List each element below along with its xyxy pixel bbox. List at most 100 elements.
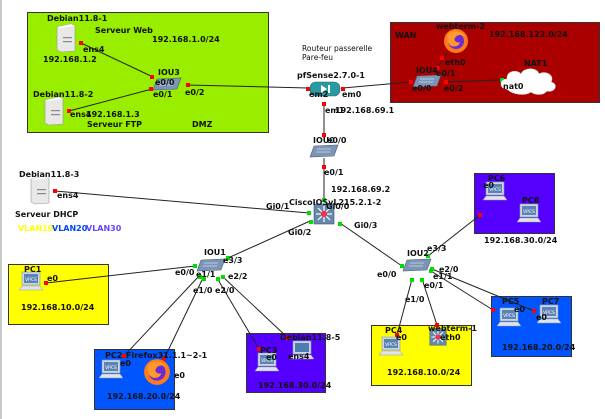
subnet-label-vlan10-left: 192.168.10.0/24 bbox=[21, 303, 95, 312]
switch-icon-iou1[interactable] bbox=[196, 258, 226, 272]
port-label: ens4 bbox=[83, 45, 105, 54]
node-label-debian5: Debian11.8-5 bbox=[280, 333, 341, 342]
port-label: e0 bbox=[514, 305, 525, 314]
port-label: e1/1 bbox=[433, 272, 453, 281]
port-dot bbox=[410, 278, 414, 282]
firefox-icon[interactable] bbox=[443, 28, 469, 54]
svg-text:VPCS: VPCS bbox=[503, 313, 515, 319]
port-label: e0 bbox=[266, 353, 277, 362]
vpcs-laptop-icon[interactable]: VPCS bbox=[516, 203, 542, 225]
port-label: e0/0 bbox=[412, 84, 432, 93]
cloud-icon-nat[interactable] bbox=[497, 63, 559, 97]
vpcs-laptop-icon[interactable]: VPCS bbox=[18, 271, 44, 293]
node-label-pc3: PC3 bbox=[260, 346, 278, 355]
switch-icon-iou4[interactable] bbox=[412, 74, 442, 88]
node-label-pc5: PC5 bbox=[502, 297, 520, 306]
port-label: ens4 bbox=[288, 352, 310, 361]
link-cisco-iou1 bbox=[227, 220, 311, 259]
node-label-nat1: NAT1 bbox=[524, 59, 548, 68]
port-label: e0/1 bbox=[436, 69, 456, 78]
subnet-label-wan: 192.168.122.0/24 bbox=[489, 30, 568, 39]
subnet-label-dmz: 192.168.1.0/24 bbox=[152, 35, 220, 44]
server-icon[interactable] bbox=[29, 175, 51, 205]
port-label: e2/0 bbox=[215, 286, 235, 295]
node-label-pc7: PC7 bbox=[542, 297, 560, 306]
port-label: em0 bbox=[342, 90, 362, 99]
node-label-pc2: PC2 bbox=[105, 351, 123, 360]
port-label: e0 bbox=[536, 313, 547, 322]
server-icon[interactable] bbox=[43, 96, 65, 126]
vpcs-laptop-icon[interactable]: VPCS bbox=[496, 307, 522, 329]
port-label: eth0 bbox=[445, 58, 466, 67]
port-label: e0/0 bbox=[377, 270, 397, 279]
port-dot bbox=[307, 211, 311, 215]
zone-wan[interactable] bbox=[390, 22, 600, 103]
ip-label-pfsense: 192.168.69.1 bbox=[335, 106, 395, 115]
node-label-iou4: IOU4 bbox=[416, 66, 438, 75]
switch-icon-iou0[interactable] bbox=[309, 144, 339, 158]
svg-text:VPCS: VPCS bbox=[543, 310, 555, 316]
node-label-iou0: IOU0 bbox=[313, 136, 335, 145]
legend-vlan30: VLAN30 bbox=[86, 224, 122, 233]
subnet-label-vlan20-left: 192.168.20.0/24 bbox=[107, 392, 181, 401]
port-label: e3/3 bbox=[223, 256, 243, 265]
port-label: e0/2 bbox=[185, 88, 205, 97]
legend-vlan10: VLAN10 bbox=[18, 224, 54, 233]
zone-vlan10-right[interactable] bbox=[371, 325, 472, 386]
switch-icon-iou2[interactable] bbox=[402, 258, 432, 272]
port-label: e0/0 bbox=[155, 78, 175, 87]
port-label: e0 bbox=[174, 371, 185, 380]
l3-switch-icon-cisco[interactable] bbox=[313, 203, 335, 225]
subnet-label-vlan20-right: 192.168.20.0/24 bbox=[502, 343, 576, 352]
port-label: e0/1 bbox=[324, 168, 344, 177]
firefox-icon[interactable] bbox=[143, 358, 171, 386]
port-label: e0/0 bbox=[175, 268, 195, 277]
node-label-pfsense: pfSense2.7.0-1 bbox=[297, 71, 365, 80]
role-label-firewall: Pare-feu bbox=[302, 53, 334, 62]
role-label-gateway: Routeur passerelle bbox=[302, 44, 373, 53]
port-label: e2/0 bbox=[439, 265, 459, 274]
legend-vlan20: VLAN20 bbox=[52, 224, 88, 233]
router-icon-pfsense[interactable] bbox=[309, 80, 341, 98]
role-label-ftp: Serveur FTP bbox=[87, 120, 142, 129]
port-label: e0 bbox=[396, 333, 407, 342]
port-label: em2 bbox=[309, 90, 329, 99]
vpcs-laptop-icon[interactable]: VPCS bbox=[482, 181, 508, 203]
webterm-icon[interactable] bbox=[429, 328, 447, 346]
server-icon[interactable] bbox=[55, 23, 77, 53]
ip-label-cisco: 192.168.69.2 bbox=[331, 185, 391, 194]
port-label: e3/3 bbox=[427, 244, 447, 253]
node-label-iou2: IOU2 bbox=[407, 249, 429, 258]
subnet-label-vlan30-left: 192.168.30.0/24 bbox=[258, 381, 332, 390]
node-label-webterm1: webterm-1 bbox=[428, 324, 477, 333]
node-label-firefox: Firefox31.1.1~2-1 bbox=[126, 351, 208, 360]
svg-text:VPCS: VPCS bbox=[25, 277, 37, 283]
node-label-pc1: PC1 bbox=[24, 265, 42, 274]
node-label-pc8: PC8 bbox=[522, 196, 540, 205]
port-label: em1 bbox=[325, 106, 345, 115]
vpcs-laptop-icon[interactable]: VPCS bbox=[98, 359, 124, 381]
role-label-dhcp: Serveur DHCP bbox=[15, 210, 79, 219]
port-label: e0 bbox=[483, 181, 494, 190]
port-label: Gi0/3 bbox=[354, 221, 378, 230]
port-dot bbox=[338, 222, 342, 226]
svg-text:VPCS: VPCS bbox=[385, 342, 397, 348]
vpcs-laptop-icon[interactable]: VPCS bbox=[254, 352, 280, 374]
port-dot bbox=[216, 277, 220, 281]
node-label-webterm2: webterm-2 bbox=[436, 22, 485, 31]
port-label: e1/0 bbox=[405, 295, 425, 304]
vpcs-laptop-icon[interactable]: VPCS bbox=[536, 304, 562, 326]
zone-label-wan: WAN bbox=[395, 31, 417, 40]
switch-icon-iou3[interactable] bbox=[152, 77, 182, 91]
node-label-pc4: PC4 bbox=[385, 326, 403, 335]
svg-text:VPCS: VPCS bbox=[261, 358, 273, 364]
port-label: e0 bbox=[120, 359, 131, 368]
port-label: Gi0/2 bbox=[288, 228, 312, 237]
vpcs-laptop-icon[interactable]: VPCS bbox=[378, 336, 404, 358]
debian-laptop-icon[interactable] bbox=[289, 340, 315, 362]
role-label-web: Serveur Web bbox=[95, 26, 153, 35]
port-label: e0 bbox=[47, 274, 58, 283]
svg-text:VPCS: VPCS bbox=[523, 209, 535, 215]
port-label: e0/0 bbox=[327, 136, 347, 145]
